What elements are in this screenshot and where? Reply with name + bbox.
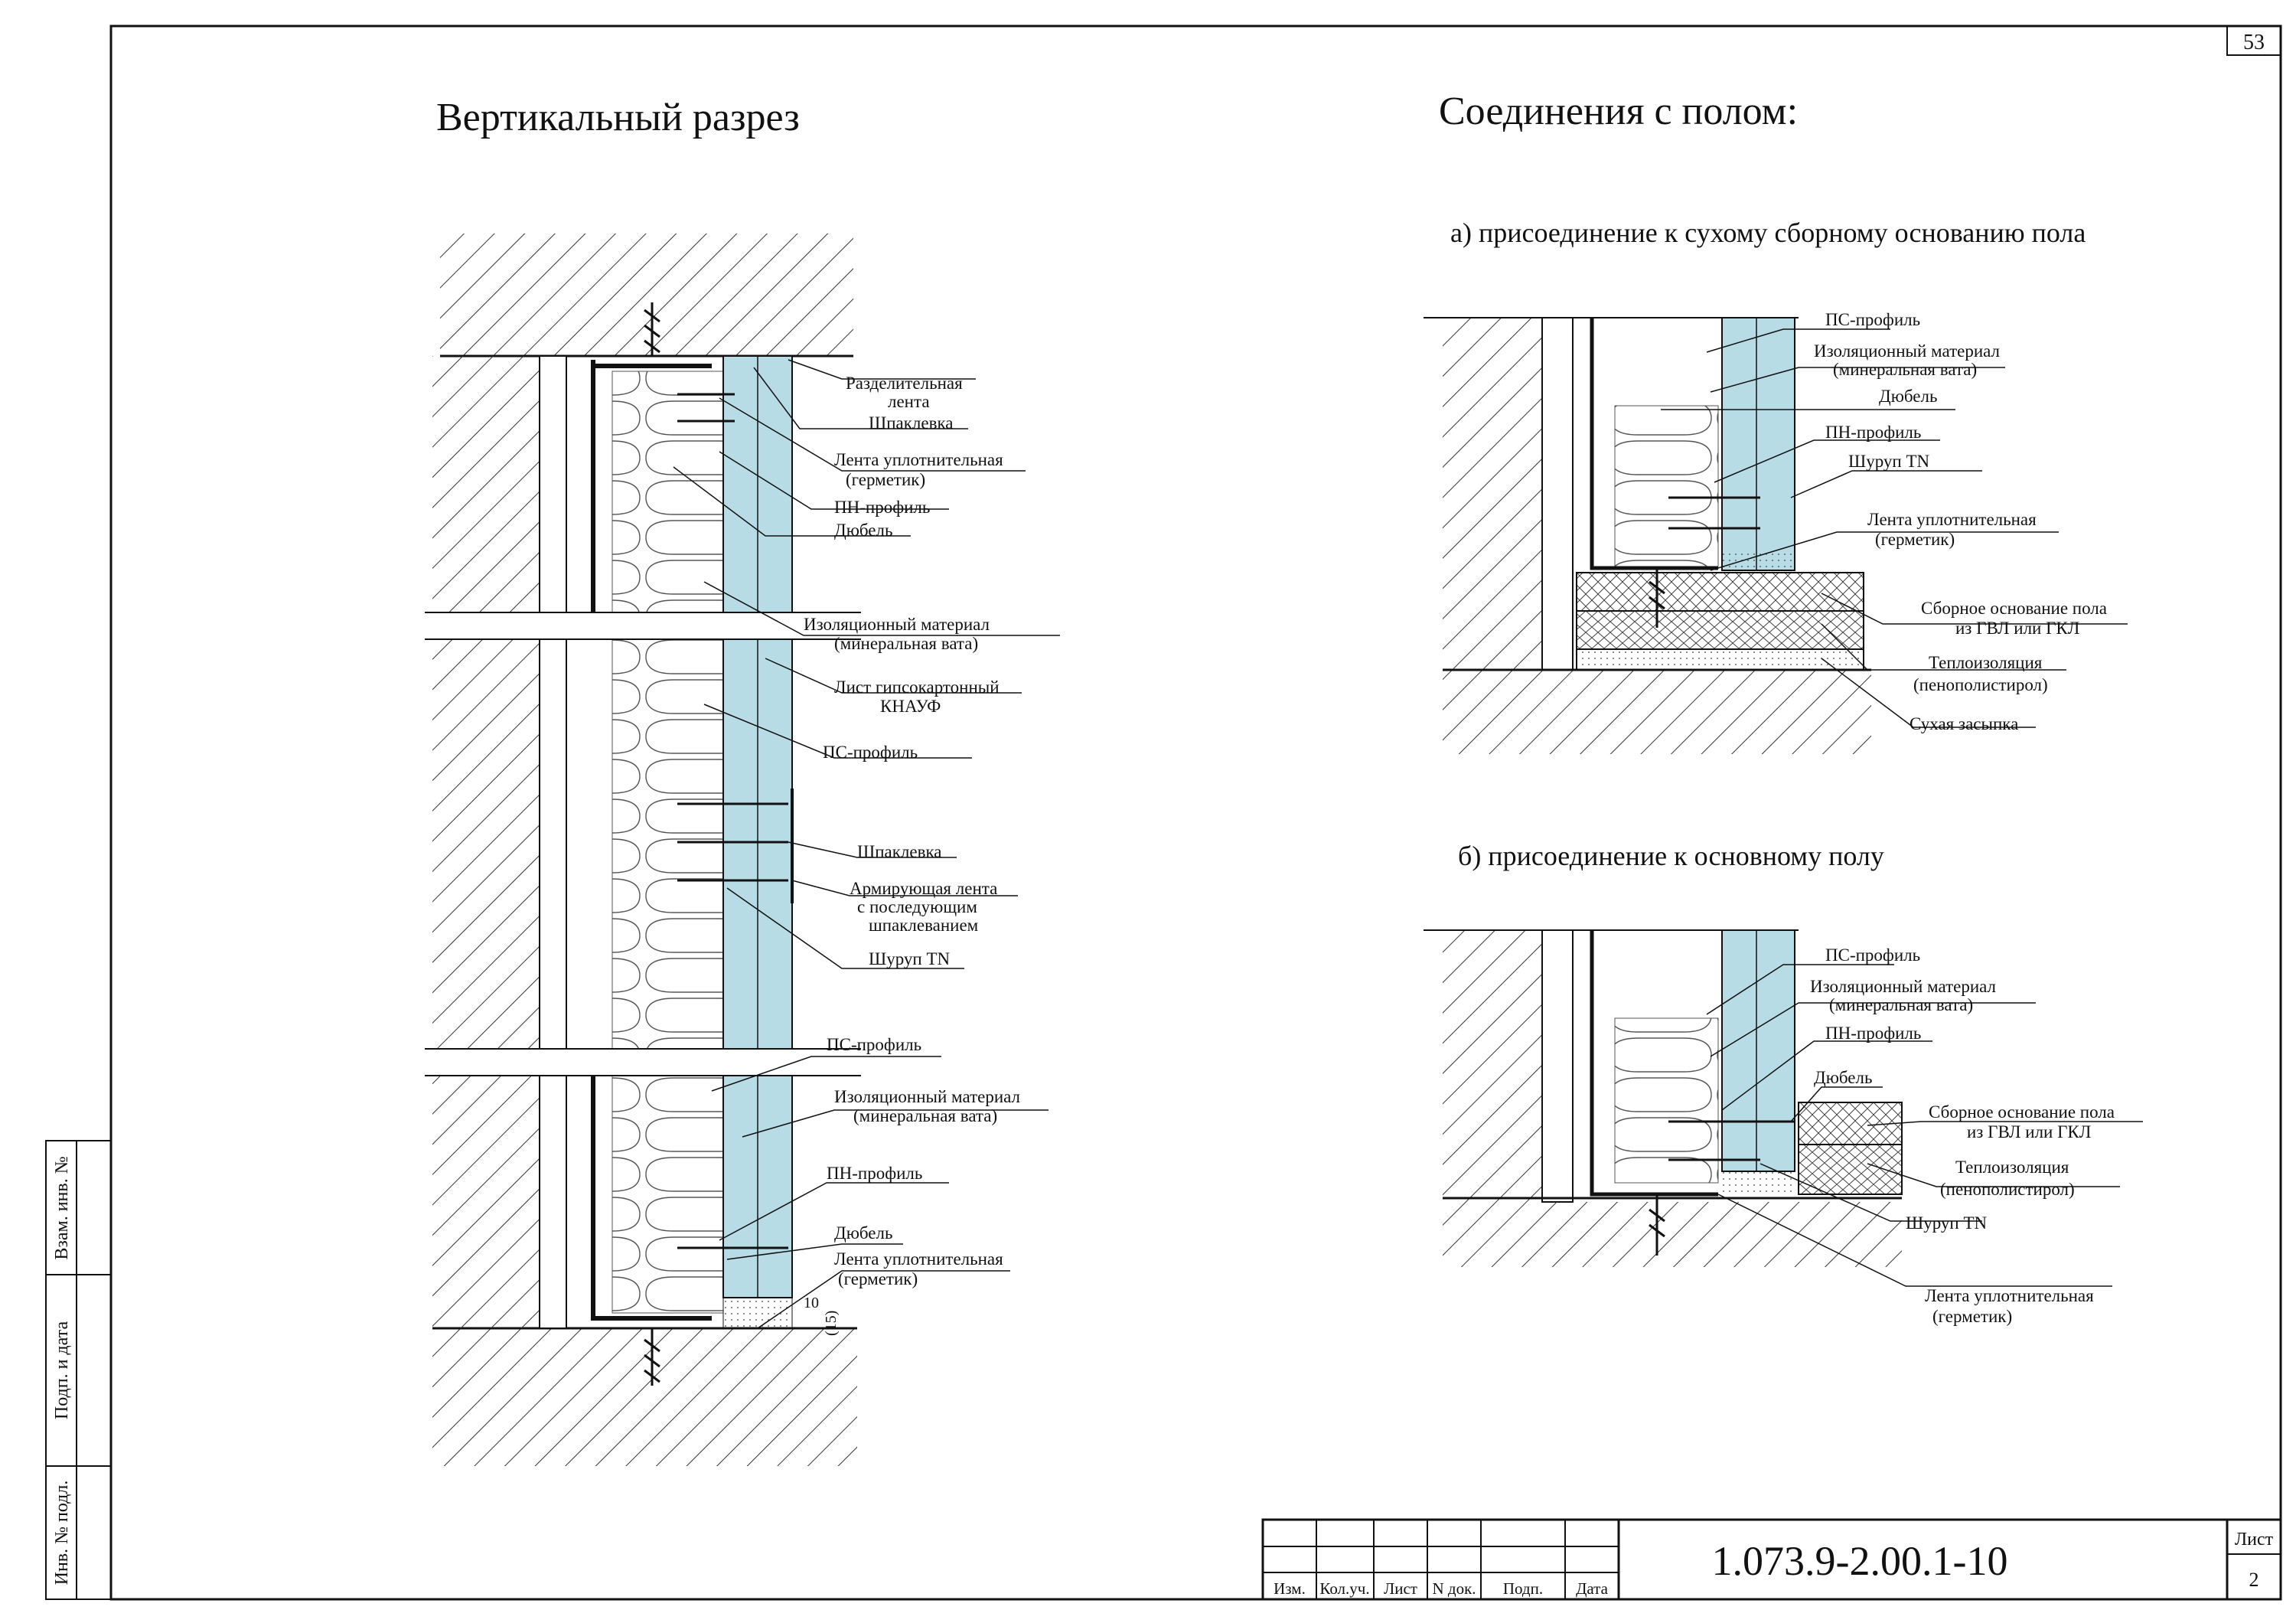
- label-lenta-low: Лента уплотнительная: [834, 1249, 1003, 1269]
- stamp-vzam: Взам. инв. №: [52, 1156, 72, 1259]
- label-list: Лист гипсокартонный: [834, 678, 1000, 697]
- stamp-inv: Инв. № подл.: [52, 1481, 72, 1585]
- tb-col-kolvo: Кол.уч.: [1319, 1579, 1369, 1598]
- a-label-shurup: Шуруп TN: [1848, 452, 1930, 471]
- label-izol-low-2: (минеральная вата): [853, 1106, 997, 1125]
- tb-sheet-label: Лист: [2235, 1530, 2274, 1550]
- label-pn-top: ПН-профиль: [834, 498, 930, 517]
- b-label-sborn-2: из ГВЛ или ГКЛ: [1967, 1122, 2091, 1141]
- a-label-teplo: Теплоизоляция: [1929, 653, 2043, 672]
- label-list-2: КНАУФ: [880, 697, 941, 716]
- wall-band-top: [432, 355, 793, 613]
- vertical-section: [425, 233, 861, 1466]
- label-dubel-low: Дюбель: [834, 1223, 892, 1243]
- sheet-frame: [109, 24, 2282, 1601]
- tb-sheet-value: 2: [2249, 1569, 2259, 1591]
- drawing-code: 1.073.9-2.00.1-10: [1712, 1538, 2008, 1584]
- a-label-teplo-2: (пенополистирол): [1913, 675, 2048, 694]
- tb-col-data: Дата: [1576, 1579, 1609, 1598]
- wall-band-low: [432, 1075, 793, 1329]
- tb-col-ndok: N док.: [1432, 1579, 1476, 1598]
- b-label-sborn: Сборное основание пола: [1929, 1102, 2115, 1122]
- detail-b: [1424, 929, 1903, 1267]
- stamp-podp: Подп. и дата: [52, 1321, 72, 1420]
- label-shurup-mid: Шуруп TN: [869, 949, 951, 968]
- a-label-pn: ПН-профиль: [1825, 423, 1921, 442]
- label-razdel: Разделительная: [846, 374, 963, 393]
- label-arm-2: с последующим: [857, 897, 977, 916]
- a-label-zasypka: Сухая засыпка: [1910, 714, 2018, 733]
- a-label-lenta-2: (герметик): [1875, 530, 1955, 549]
- detail-a: [1424, 317, 1871, 754]
- b-label-pn: ПН-профиль: [1825, 1024, 1921, 1043]
- b-label-dubel: Дюбель: [1814, 1068, 1872, 1087]
- a-labels: ПС-профиль Изоляционный материал (минера…: [1814, 310, 2107, 733]
- left-title: Вертикальный разрез: [436, 96, 800, 139]
- title-block: Изм. Кол.уч. Лист N док. Подп. Дата 1.07…: [1261, 1518, 2282, 1601]
- b-label-ps: ПС-профиль: [1825, 945, 1920, 965]
- subtitle-a: а) присоединение к сухому сборному основ…: [1450, 217, 2086, 248]
- subtitle-b: б) присоединение к основному полу: [1458, 841, 1884, 871]
- b-label-izol: Изоляционный материал: [1810, 977, 1996, 996]
- label-izol-low: Изоляционный материал: [834, 1087, 1020, 1106]
- label-ps-low: ПС-профиль: [827, 1035, 921, 1054]
- label-izol-top-2: (минеральная вата): [834, 634, 978, 653]
- label-shpaklevka-top: Шпаклевка: [869, 413, 953, 433]
- dim-15: (15): [823, 1311, 840, 1336]
- ceiling-slab: [440, 233, 853, 356]
- label-lenta-top: Лента уплотнительная: [834, 450, 1003, 469]
- right-title: Соединения с полом:: [1439, 90, 1798, 133]
- b-leaders: [1706, 964, 2143, 1287]
- b-label-lenta-2: (герметик): [1932, 1307, 2012, 1326]
- label-arm-3: шпаклеванием: [869, 916, 979, 935]
- left-leaders: [673, 359, 1060, 1329]
- top-sheet-box: [2226, 25, 2281, 56]
- a-label-ps: ПС-профиль: [1825, 310, 1920, 329]
- a-label-lenta: Лента уплотнительная: [1867, 510, 2037, 529]
- tb-col-list: Лист: [1384, 1579, 1417, 1598]
- top-sheet-number: 53: [2243, 31, 2265, 54]
- b-label-teplo-2: (пенополистирол): [1940, 1180, 2075, 1199]
- a-label-dubel: Дюбель: [1879, 387, 1937, 406]
- label-lenta-top-2: (герметик): [846, 470, 925, 489]
- side-stamp: Взам. инв. № Подп. и дата Инв. № подл.: [45, 1140, 112, 1600]
- b-label-shurup: Шуруп TN: [1906, 1213, 1988, 1233]
- label-razdel-2: лента: [888, 392, 930, 411]
- label-pn-low: ПН-профиль: [827, 1164, 922, 1183]
- label-ps-mid: ПС-профиль: [823, 743, 918, 762]
- b-label-izol-2: (минеральная вата): [1829, 995, 1973, 1014]
- a-leaders: [1661, 328, 2128, 728]
- floor-slab: [432, 1328, 857, 1466]
- tb-col-podp: Подп.: [1503, 1579, 1543, 1598]
- label-dubel-top: Дюбель: [834, 521, 892, 540]
- wall-band-mid: [432, 638, 794, 1050]
- b-label-teplo: Теплоизоляция: [1955, 1158, 2069, 1177]
- a-label-sborn: Сборное основание пола: [1921, 599, 2107, 618]
- b-label-lenta: Лента уплотнительная: [1925, 1286, 2094, 1305]
- label-shpaklevka-mid: Шпаклевка: [857, 842, 941, 861]
- left-labels: Разделительная лента Шпаклевка Лента упл…: [804, 374, 1020, 1336]
- dim-10: 10: [804, 1295, 819, 1311]
- b-labels: ПС-профиль Изоляционный материал (минера…: [1810, 945, 2115, 1326]
- a-label-sborn-2: из ГВЛ или ГКЛ: [1955, 619, 2079, 638]
- label-lenta-low-2: (герметик): [838, 1269, 918, 1288]
- tb-col-izm: Изм.: [1274, 1579, 1306, 1598]
- a-label-izol-2: (минеральная вата): [1833, 360, 1977, 379]
- a-label-izol: Изоляционный материал: [1814, 341, 2000, 361]
- label-izol-top: Изоляционный материал: [804, 615, 990, 634]
- label-arm: Армирующая лента: [850, 879, 997, 898]
